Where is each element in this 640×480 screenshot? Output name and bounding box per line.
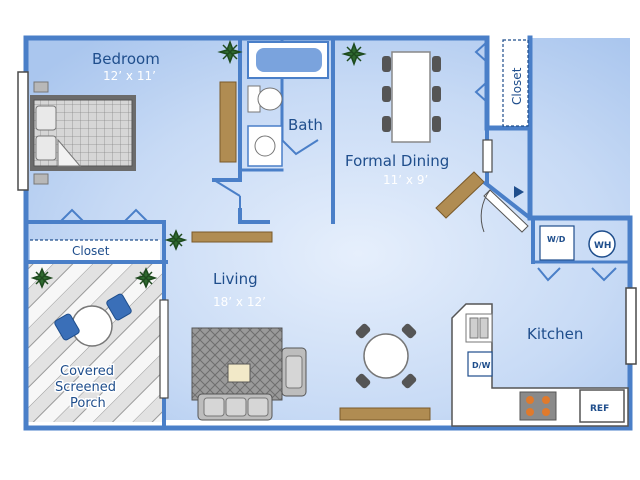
kitchen-name: Kitchen	[527, 325, 583, 343]
bedroom-closet-label: Closet	[72, 244, 110, 258]
bath-door	[281, 139, 319, 156]
stove	[519, 391, 557, 421]
dishwasher-label: D/W	[472, 361, 491, 370]
round-table	[355, 323, 417, 389]
bedroom-window	[17, 71, 29, 191]
living-name: Living	[213, 270, 258, 288]
kitchen-closet-door	[537, 267, 561, 282]
dining-window	[482, 139, 493, 173]
water-heater-label: WH	[594, 241, 611, 251]
bedroom-closet: Closet	[30, 208, 160, 260]
bedroom-size: 12’ x 11’	[103, 69, 156, 83]
porch-line-3: Porch	[70, 396, 106, 411]
dining-table	[382, 51, 441, 143]
formal-dining-name: Formal Dining	[345, 152, 449, 170]
bath-sink	[247, 125, 283, 167]
refrigerator-label: REF	[590, 404, 609, 414]
dining-closet-label: Closet	[510, 67, 524, 105]
plant-icon	[341, 41, 367, 67]
living-shelf	[191, 231, 273, 243]
dishwasher: D/W	[467, 351, 493, 377]
toilet	[247, 85, 283, 113]
nightstand	[33, 173, 49, 185]
porch-screen	[159, 299, 169, 399]
nightstand	[33, 81, 49, 93]
water-heater: WH	[588, 230, 616, 258]
entry-door	[480, 186, 529, 233]
washer-dryer-label: W/D	[547, 235, 566, 244]
plant-icon	[217, 39, 243, 65]
living-size: 18’ x 12’	[213, 295, 266, 309]
armchair	[281, 347, 307, 397]
plant-icon	[134, 267, 158, 289]
refrigerator: REF	[579, 389, 625, 423]
plant-icon	[30, 267, 54, 289]
porch-table	[54, 293, 132, 347]
formal-dining-size: 11’ x 9’	[383, 173, 428, 187]
porch-line-1: Covered	[60, 364, 114, 379]
bath-name: Bath	[288, 116, 323, 134]
kitchen-window	[625, 287, 637, 365]
living-rug	[191, 327, 283, 401]
bed	[30, 95, 136, 171]
bedroom-name: Bedroom	[92, 50, 160, 68]
porch-line-2: Screened	[55, 380, 116, 395]
living-bottom-shelf	[339, 407, 431, 421]
kitchen-closet-door	[591, 267, 617, 282]
sofa	[197, 393, 273, 421]
dresser	[219, 81, 237, 163]
angled-counter	[435, 171, 532, 220]
bedroom-door	[213, 179, 241, 210]
washer-dryer: W/D	[539, 225, 575, 261]
bathtub	[247, 41, 329, 79]
plant-icon	[164, 229, 188, 251]
dining-closet: Closet	[474, 39, 529, 127]
